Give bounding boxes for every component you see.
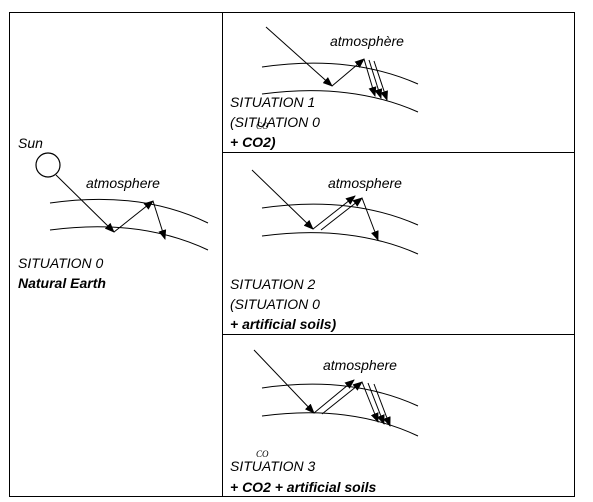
- atmosphere-label: atmosphere: [328, 175, 402, 191]
- atmosphere-label: atmosphère: [330, 33, 404, 49]
- sun-icon: [35, 152, 61, 178]
- co2-annotation: CO: [256, 121, 269, 131]
- returned-ray-2: [368, 59, 383, 99]
- returned-ray-1: [361, 381, 379, 423]
- situation-line3: + CO2): [230, 134, 276, 150]
- situation-title: SITUATION 3: [230, 458, 316, 474]
- situation-line3: + artificial soils): [230, 316, 337, 332]
- reflected-ray-2: [320, 197, 363, 231]
- returned-ray: [152, 200, 167, 240]
- reflected-ray-1: [313, 379, 355, 414]
- situation-title: SITUATION 1: [230, 94, 316, 110]
- reflected-ray: [113, 200, 154, 233]
- atmosphere-upper-boundary: [261, 62, 419, 85]
- atmosphere-label: atmosphere: [86, 175, 160, 191]
- returned-ray-2: [367, 382, 385, 425]
- returned-ray-3: [373, 383, 391, 427]
- situation-title: SITUATION 2: [230, 276, 316, 292]
- atmosphere-upper-boundary: [261, 383, 419, 407]
- incoming-ray: [265, 26, 333, 87]
- panel2-diagram: [251, 169, 419, 255]
- incoming-ray: [251, 169, 314, 230]
- situation-line2: (SITUATION 0: [230, 114, 320, 130]
- situation-subtitle: Natural Earth: [18, 275, 106, 291]
- co2-annotation: CO: [256, 449, 269, 459]
- situation-title: SITUATION 0: [18, 255, 104, 271]
- sun-label: Sun: [18, 135, 43, 151]
- reflected-ray-2: [321, 381, 363, 415]
- atmosphere-upper-boundary: [261, 203, 419, 226]
- atmosphere-lower-boundary: [261, 90, 419, 113]
- panel0-diagram: [35, 152, 209, 251]
- situation-line2: (SITUATION 0: [230, 296, 320, 312]
- panel1-diagram: [261, 26, 419, 113]
- reflected-ray: [331, 58, 365, 87]
- situation-line2: + CO2 + artificial soils: [230, 479, 377, 495]
- returned-ray-3: [373, 60, 388, 101]
- table-grid: [9, 12, 575, 497]
- incoming-ray: [253, 349, 315, 414]
- atmosphere-lower-boundary: [261, 232, 419, 255]
- returned-ray: [361, 197, 379, 241]
- incoming-ray: [55, 174, 115, 233]
- reflected-ray-1: [312, 195, 356, 230]
- atmosphere-lower-boundary: [261, 412, 419, 437]
- atmosphere-label: atmosphere: [323, 357, 397, 373]
- panel3-diagram: [253, 349, 419, 437]
- returned-ray-1: [363, 58, 377, 97]
- atmosphere-upper-boundary: [49, 198, 209, 224]
- atmosphere-lower-boundary: [49, 226, 209, 251]
